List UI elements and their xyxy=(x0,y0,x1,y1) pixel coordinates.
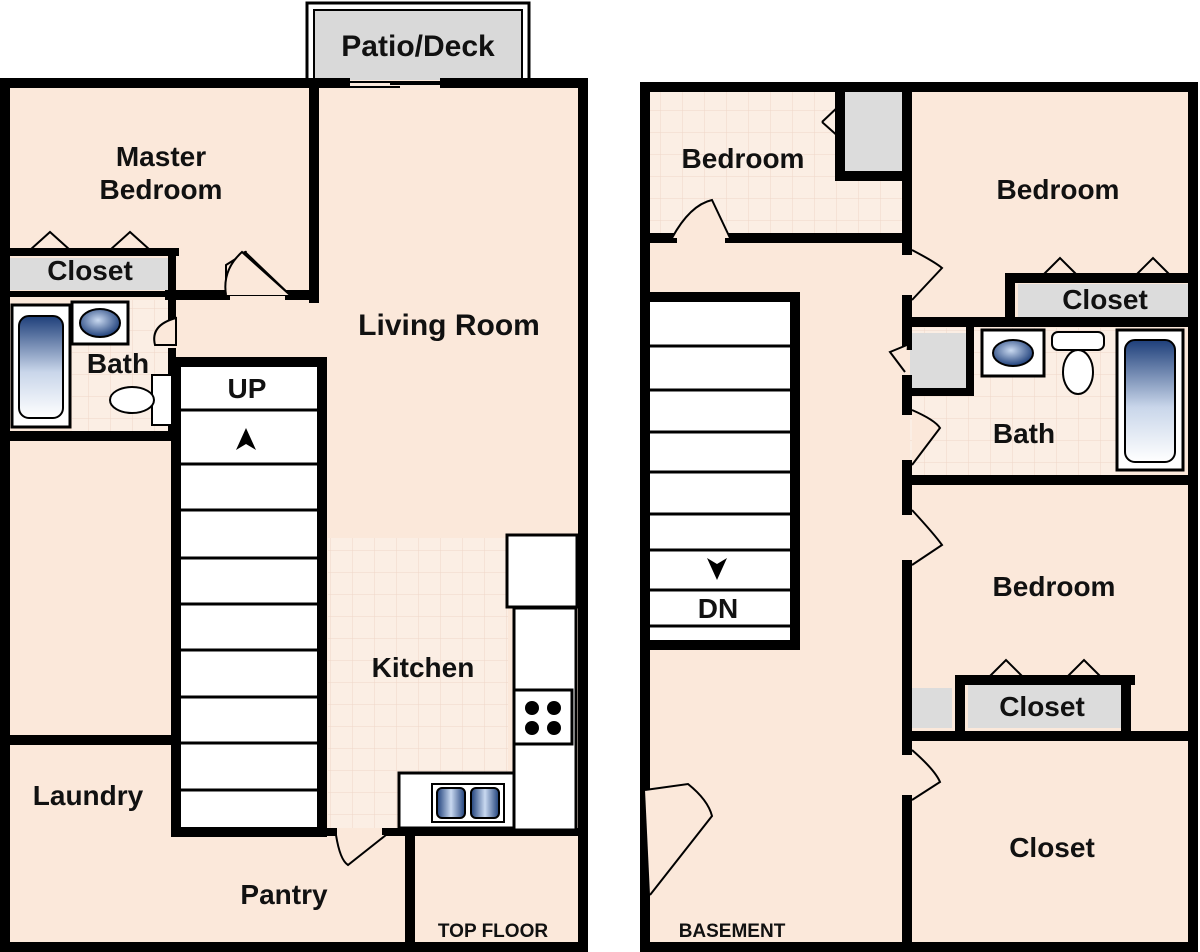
toilet-icon xyxy=(109,374,173,426)
basement-plan: Bedroom Bedroom Closet Bath DN Bedroom C… xyxy=(640,82,1198,952)
stairs-down-arrow-icon xyxy=(707,558,727,580)
top-bath-label: Bath xyxy=(87,348,149,379)
stairs-down xyxy=(650,302,790,640)
stove-icon xyxy=(512,688,574,746)
basement-bedroom-2-label: Bedroom xyxy=(997,174,1120,205)
basement-toilet-icon xyxy=(1051,331,1105,395)
bathtub-icon xyxy=(10,303,72,429)
basement-bath-label: Bath xyxy=(993,418,1055,449)
basement-closet-2-label: Closet xyxy=(999,691,1085,722)
kitchen-sink-icon xyxy=(431,783,505,823)
bath-sink-icon xyxy=(70,300,130,346)
stairs-up-arrow-icon xyxy=(236,428,256,450)
patio-sliding-door xyxy=(348,81,442,88)
basement-closet-3-label: Closet xyxy=(1009,832,1095,863)
master-closet-fill xyxy=(10,258,168,290)
basement-level-label: BASEMENT xyxy=(679,921,786,942)
stairs-up-label: UP xyxy=(228,373,267,404)
basement-closet-doors xyxy=(821,104,1172,679)
patio-deck-label: Patio/Deck xyxy=(341,30,495,63)
basement-bedroom-1-label: Bedroom xyxy=(682,143,805,174)
basement-doors xyxy=(644,198,944,896)
basement-bathtub-icon xyxy=(1115,328,1185,472)
kitchen-label: Kitchen xyxy=(372,652,475,683)
master-bedroom-label-line1: Master xyxy=(116,141,206,172)
top-floor-level-label: TOP FLOOR xyxy=(438,921,548,942)
basement-sink-icon xyxy=(980,328,1046,378)
patio-deck xyxy=(305,1,531,85)
basement-closet-1-label: Closet xyxy=(1062,284,1148,315)
basement-walls xyxy=(640,82,1198,952)
stairs-down-label: DN xyxy=(698,593,738,624)
top-floor-doors xyxy=(153,250,387,867)
living-room-label: Living Room xyxy=(358,309,540,342)
master-closet-label: Closet xyxy=(47,255,133,286)
stairs-up xyxy=(181,367,317,827)
top-floor-walls xyxy=(0,78,588,952)
pantry-label: Pantry xyxy=(240,879,328,910)
master-closet-doors xyxy=(29,230,151,251)
master-bedroom-label-line2: Bedroom xyxy=(100,174,223,205)
top-floor-plan: Patio/Deck Master Bedroom Closet Bath Li… xyxy=(0,1,588,952)
basement-bedroom-3-label: Bedroom xyxy=(993,571,1116,602)
basement-closet-fills xyxy=(840,92,1188,728)
laundry-label: Laundry xyxy=(33,780,144,811)
